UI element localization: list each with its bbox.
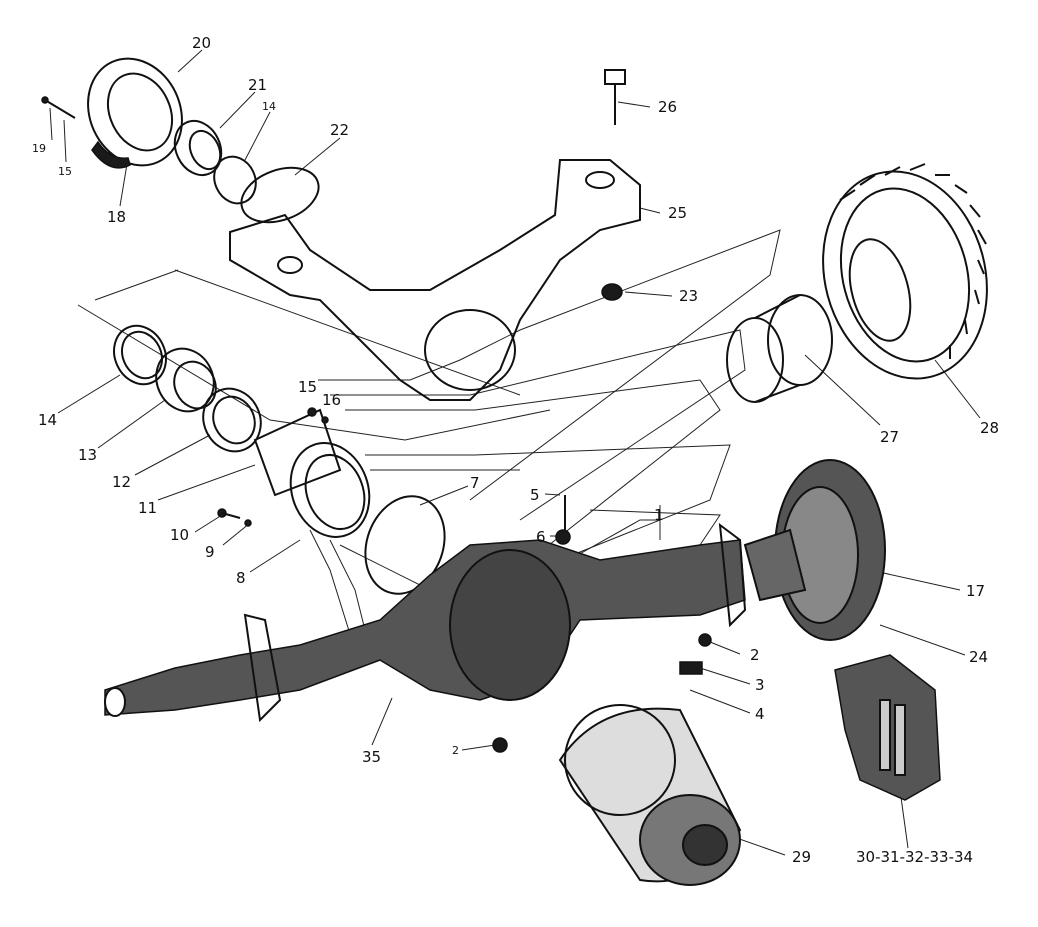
- bracket-25: [229, 159, 641, 401]
- label-14-top: 14: [262, 100, 276, 113]
- label-21: 21: [248, 76, 267, 94]
- label-27: 27: [880, 428, 899, 446]
- label-30-34: 30-31-32-33-34: [856, 848, 973, 866]
- label-24: 24: [969, 648, 988, 666]
- label-9: 9: [205, 543, 215, 561]
- bolt-26: [604, 69, 626, 125]
- label-23: 23: [679, 287, 698, 305]
- label-20: 20: [192, 34, 211, 52]
- label-19: 19: [32, 142, 46, 155]
- rim-27: [726, 294, 833, 403]
- bolts-9-10: [217, 407, 329, 527]
- hub-8: [289, 442, 371, 538]
- small-parts-2-3-4: [492, 633, 712, 753]
- sleeve-11: [253, 408, 342, 497]
- screw-5-6: [555, 495, 571, 545]
- hub-assembly-17-24: [743, 459, 886, 641]
- label-13: 13: [78, 446, 97, 464]
- nut-23: [601, 283, 623, 301]
- label-16: 16: [322, 391, 341, 409]
- label-1: 1: [654, 506, 664, 524]
- label-35: 35: [362, 748, 381, 766]
- label-15-mid: 15: [298, 378, 317, 396]
- label-12: 12: [112, 473, 131, 491]
- cover-flange-20: [87, 57, 183, 169]
- label-6: 6: [536, 528, 546, 546]
- brake-caliper-30-34: [834, 654, 941, 801]
- callout-labels: 20 21 14 22 19 15 18 26 25 23 28 27 14 1…: [32, 34, 999, 866]
- label-15-top: 15: [58, 165, 72, 178]
- label-8: 8: [236, 569, 246, 587]
- label-11: 11: [138, 499, 157, 517]
- label-28: 28: [980, 419, 999, 437]
- label-2-bottom: 2: [452, 744, 459, 757]
- label-18: 18: [107, 208, 126, 226]
- label-7: 7: [470, 474, 480, 492]
- ring-14-top: [213, 155, 257, 205]
- label-29: 29: [792, 848, 811, 866]
- bearing-12: [202, 387, 262, 453]
- label-3: 3: [755, 676, 765, 694]
- label-26: 26: [658, 98, 677, 116]
- ring-14-left: [113, 324, 167, 386]
- label-14-left: 14: [38, 411, 57, 429]
- gasket-7: [364, 495, 446, 595]
- bearing-21: [173, 119, 223, 177]
- label-2-right: 2: [750, 646, 760, 664]
- gasket-22: [240, 166, 320, 224]
- tire-28: [822, 163, 988, 380]
- bolt-19: [41, 96, 76, 119]
- axle-housing-35: [104, 522, 747, 723]
- label-5: 5: [530, 486, 540, 504]
- label-17: 17: [966, 582, 985, 600]
- label-10: 10: [170, 526, 189, 544]
- planetary-carrier-29: [558, 704, 742, 886]
- label-22: 22: [330, 121, 349, 139]
- label-25: 25: [668, 204, 687, 222]
- label-4: 4: [755, 705, 765, 723]
